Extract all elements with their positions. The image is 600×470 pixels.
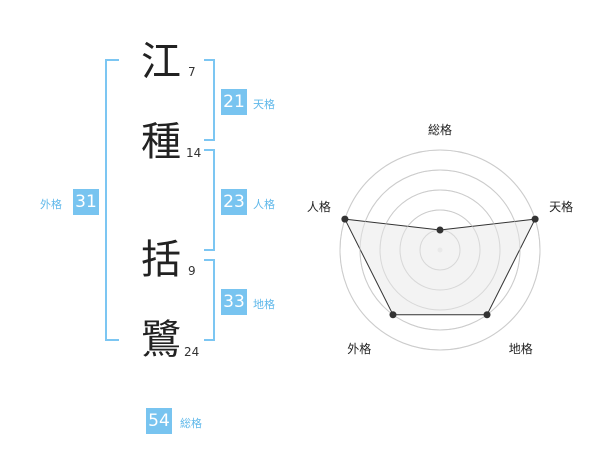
stroke-count-1: 7 [188,65,196,79]
radar-ring-overlay [399,209,481,291]
chikaku-bracket [204,259,215,341]
name-char-1: 江 [141,39,181,85]
jinkaku-label: 人格 [253,198,275,211]
tenkaku-value: 21 [221,89,247,115]
radar-point-2 [531,215,539,223]
radar-axis-label-3: 地格 [509,341,533,356]
radar-point-1 [436,226,444,234]
name-char-4: 鷺 [141,317,181,363]
radar-axis-label-4: 外格 [347,341,371,356]
soukaku-value: 54 [146,408,172,434]
chikaku-value: 33 [221,289,247,315]
radar-ring-overlay [339,149,541,351]
tenkaku-label: 天格 [253,98,275,111]
stroke-count-4: 24 [184,345,200,359]
tenkaku-bracket [204,59,215,141]
name-char-3: 括 [141,237,181,283]
stroke-count-3: 9 [188,264,196,278]
radar-axis-label-1: 総格 [428,122,452,137]
soukaku-label: 総格 [180,417,202,430]
chikaku-label: 地格 [253,298,275,311]
radar-point-5 [341,215,349,223]
name-char-2: 種 [141,119,181,165]
radar-ring-overlay [379,189,501,311]
gaikaku-bracket [105,59,119,341]
radar-series-polygon [344,218,536,316]
gaikaku-label: 外格 [40,198,62,211]
stroke-count-2: 14 [186,146,202,160]
jinkaku-value: 23 [221,189,247,215]
gaikaku-value: 31 [73,189,99,215]
jinkaku-bracket [204,149,215,251]
radar-point-3 [483,311,491,319]
radar-ring-overlay [359,169,521,331]
radar-point-4 [389,311,397,319]
radar-axis-label-2: 天格 [549,199,573,214]
radar-axis-label-5: 人格 [307,199,331,214]
